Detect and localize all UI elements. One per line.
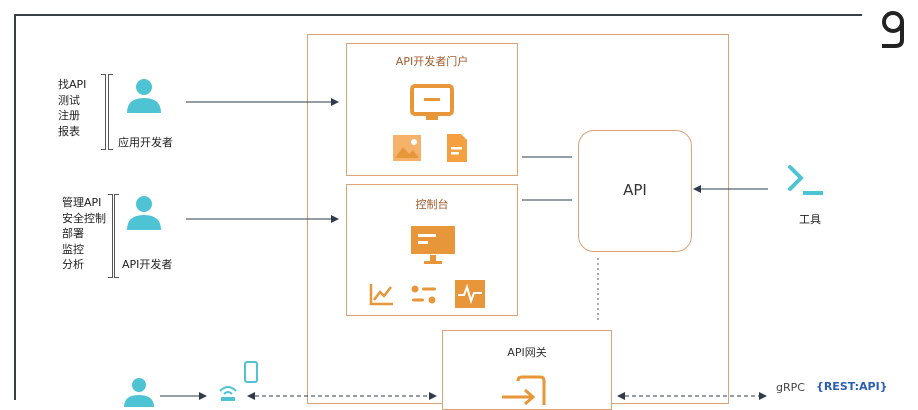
- role1-bracket-left: [101, 74, 106, 150]
- tools-label: 工具: [799, 213, 821, 226]
- role1-task: 注册: [58, 109, 80, 122]
- role2-bracket-left: [108, 194, 113, 278]
- brand-logo-icon: [882, 11, 904, 48]
- mobile-phone-icon: [244, 361, 258, 383]
- grpc-label: gRPC: [776, 381, 805, 394]
- role1-task-list: 找API 测试 注册 报表: [58, 77, 86, 139]
- document-file-icon: [447, 134, 467, 162]
- role2-task-list: 管理API 安全控制 部署 监控 分析: [62, 195, 106, 273]
- app-developer-icon: [127, 79, 161, 113]
- role2-task: 监控: [62, 242, 84, 256]
- developer-portal-title: API开发者门户: [395, 55, 469, 68]
- role2-task: 部署: [62, 227, 84, 240]
- role2-task: 管理API: [62, 196, 102, 209]
- api-label: API: [623, 181, 647, 199]
- api-developer-label: API开发者: [122, 258, 173, 271]
- role2-task: 分析: [62, 258, 84, 271]
- connectors: [160, 98, 768, 400]
- api-gateway-title: API网关: [507, 346, 547, 359]
- role1-task: 报表: [58, 124, 80, 138]
- settings-sliders-icon: [411, 285, 436, 304]
- terminal-icon: [788, 165, 823, 195]
- frame-left-line: [14, 14, 16, 400]
- role1-task: 找API: [58, 78, 87, 91]
- frame-top-line: [14, 14, 862, 16]
- role2-bracket-right: [114, 194, 119, 278]
- console-title: 控制台: [415, 198, 449, 211]
- role1-bracket-right: [108, 74, 113, 150]
- portal-monitor-icon: [410, 84, 454, 120]
- console-monitor-icon: [411, 226, 455, 264]
- rest-api-label: {REST:API}: [816, 380, 888, 393]
- image-file-icon: [393, 135, 421, 161]
- api-node[interactable]: API: [578, 130, 692, 252]
- role1-task: 测试: [58, 93, 80, 107]
- app-developer-label: 应用开发者: [118, 136, 173, 149]
- wifi-device-icon: [219, 386, 237, 401]
- api-developer-icon: [127, 196, 161, 230]
- role2-task: 安全控制: [62, 211, 106, 225]
- developer-portal-panel[interactable]: API开发者门户: [346, 43, 518, 176]
- line-chart-icon: [369, 284, 393, 306]
- pulse-monitor-icon: [455, 280, 485, 308]
